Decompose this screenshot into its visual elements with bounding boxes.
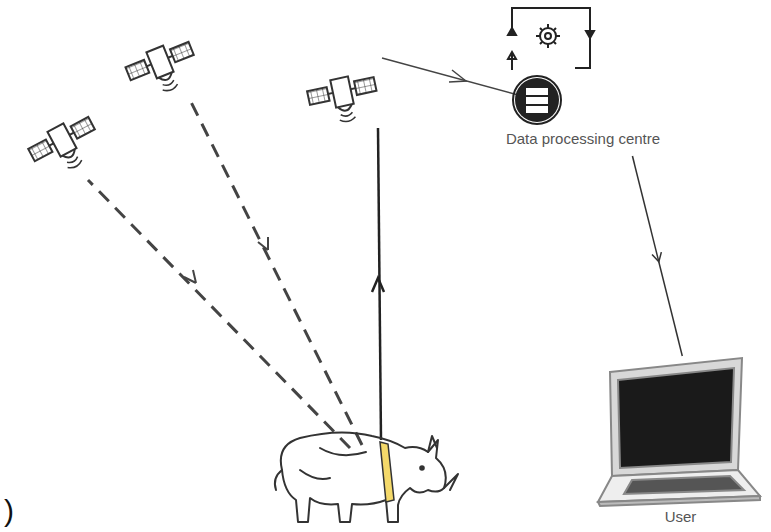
user-node: User xyxy=(590,352,771,530)
node-label: Data processing centre xyxy=(480,130,686,147)
panel-letter: ) xyxy=(4,494,14,528)
flow-arrow xyxy=(632,156,682,356)
data-centre-node: Data processing centre xyxy=(480,2,686,152)
node-label: User xyxy=(590,508,771,525)
